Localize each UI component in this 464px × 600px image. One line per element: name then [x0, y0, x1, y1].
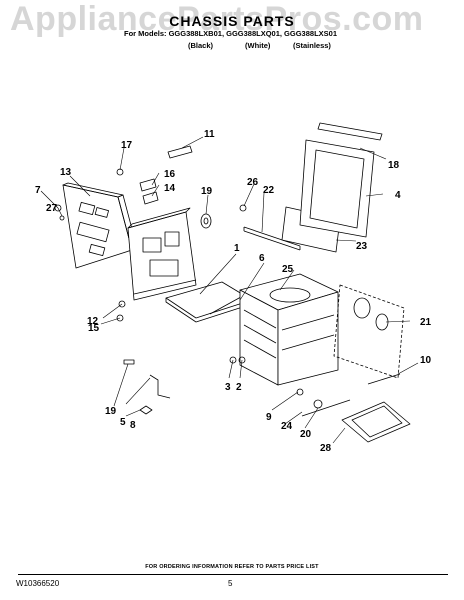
callout-23: 23: [356, 241, 368, 252]
callout-10: 10: [420, 355, 432, 366]
callout-20: 20: [300, 429, 312, 440]
part-27: [59, 215, 65, 221]
part-3: [229, 356, 237, 364]
callout-27: 27: [46, 203, 58, 214]
callout-21: 21: [420, 317, 432, 328]
part-20: [313, 399, 323, 409]
rod-24: [301, 399, 351, 417]
callout-11: 11: [204, 129, 215, 140]
callout-26: 26: [247, 177, 259, 188]
part-2: [238, 356, 246, 364]
callout-22: 22: [263, 185, 275, 196]
door-frame-4: [299, 139, 375, 238]
callout-5: 5: [120, 417, 126, 428]
callout-2: 2: [236, 382, 242, 393]
part-9: [296, 388, 304, 396]
back-panel: [62, 182, 138, 269]
callout-9: 9: [266, 412, 272, 423]
callout-24: 24: [281, 421, 293, 432]
part-8: [139, 405, 153, 415]
callout-6: 6: [259, 253, 265, 264]
callout-4: 4: [395, 190, 401, 201]
light-21a: [353, 297, 371, 319]
part-26: [239, 204, 247, 212]
part-5: [149, 374, 171, 399]
variant-black: (Black): [188, 41, 214, 50]
variant-white: (White): [245, 41, 271, 50]
callout-19b: 19: [105, 406, 117, 417]
watermark: AppliancePartsPros.com: [10, 0, 424, 38]
leader-lines: [40, 136, 419, 444]
box-21: [333, 284, 405, 379]
rod-10: [367, 373, 401, 385]
callout-7: 7: [35, 185, 41, 196]
callout-28: 28: [320, 443, 332, 454]
part-15: [116, 314, 124, 322]
element-22: [243, 226, 301, 251]
oven-cavity: [239, 273, 339, 386]
callout-12: 12: [87, 316, 99, 327]
page-number: 5: [228, 579, 233, 588]
part-19b: [123, 359, 135, 365]
part-11: [167, 145, 193, 159]
doc-number: W10366520: [16, 579, 60, 588]
callout-25: 25: [282, 264, 294, 275]
trim-18: [317, 122, 383, 141]
callout-3: 3: [225, 382, 231, 393]
variant-stainless: (Stainless): [293, 41, 331, 50]
callout-14: 14: [164, 183, 176, 194]
footer-note: FOR ORDERING INFORMATION REFER TO PARTS …: [145, 564, 319, 570]
rack-28: [341, 401, 411, 443]
page-title: CHASSIS PARTS: [169, 13, 295, 29]
callout-18: 18: [388, 160, 400, 171]
bracket-16: [139, 178, 159, 205]
callout-8: 8: [130, 420, 136, 431]
callout-16: 16: [164, 169, 176, 180]
callout-17: 17: [121, 140, 133, 151]
part-19-knob: [200, 213, 212, 229]
callout-15: 15: [88, 323, 100, 334]
part-7: [54, 204, 62, 212]
rear-wall: [127, 207, 197, 301]
callout-19: 19: [201, 186, 213, 197]
models-line: For Models: GGG388LXB01, GGG388LXQ01, GG…: [124, 29, 337, 38]
part-12: [118, 300, 126, 308]
callout-1: 1: [234, 243, 240, 254]
callout-13: 13: [60, 167, 72, 178]
footer-rule: [18, 574, 448, 575]
